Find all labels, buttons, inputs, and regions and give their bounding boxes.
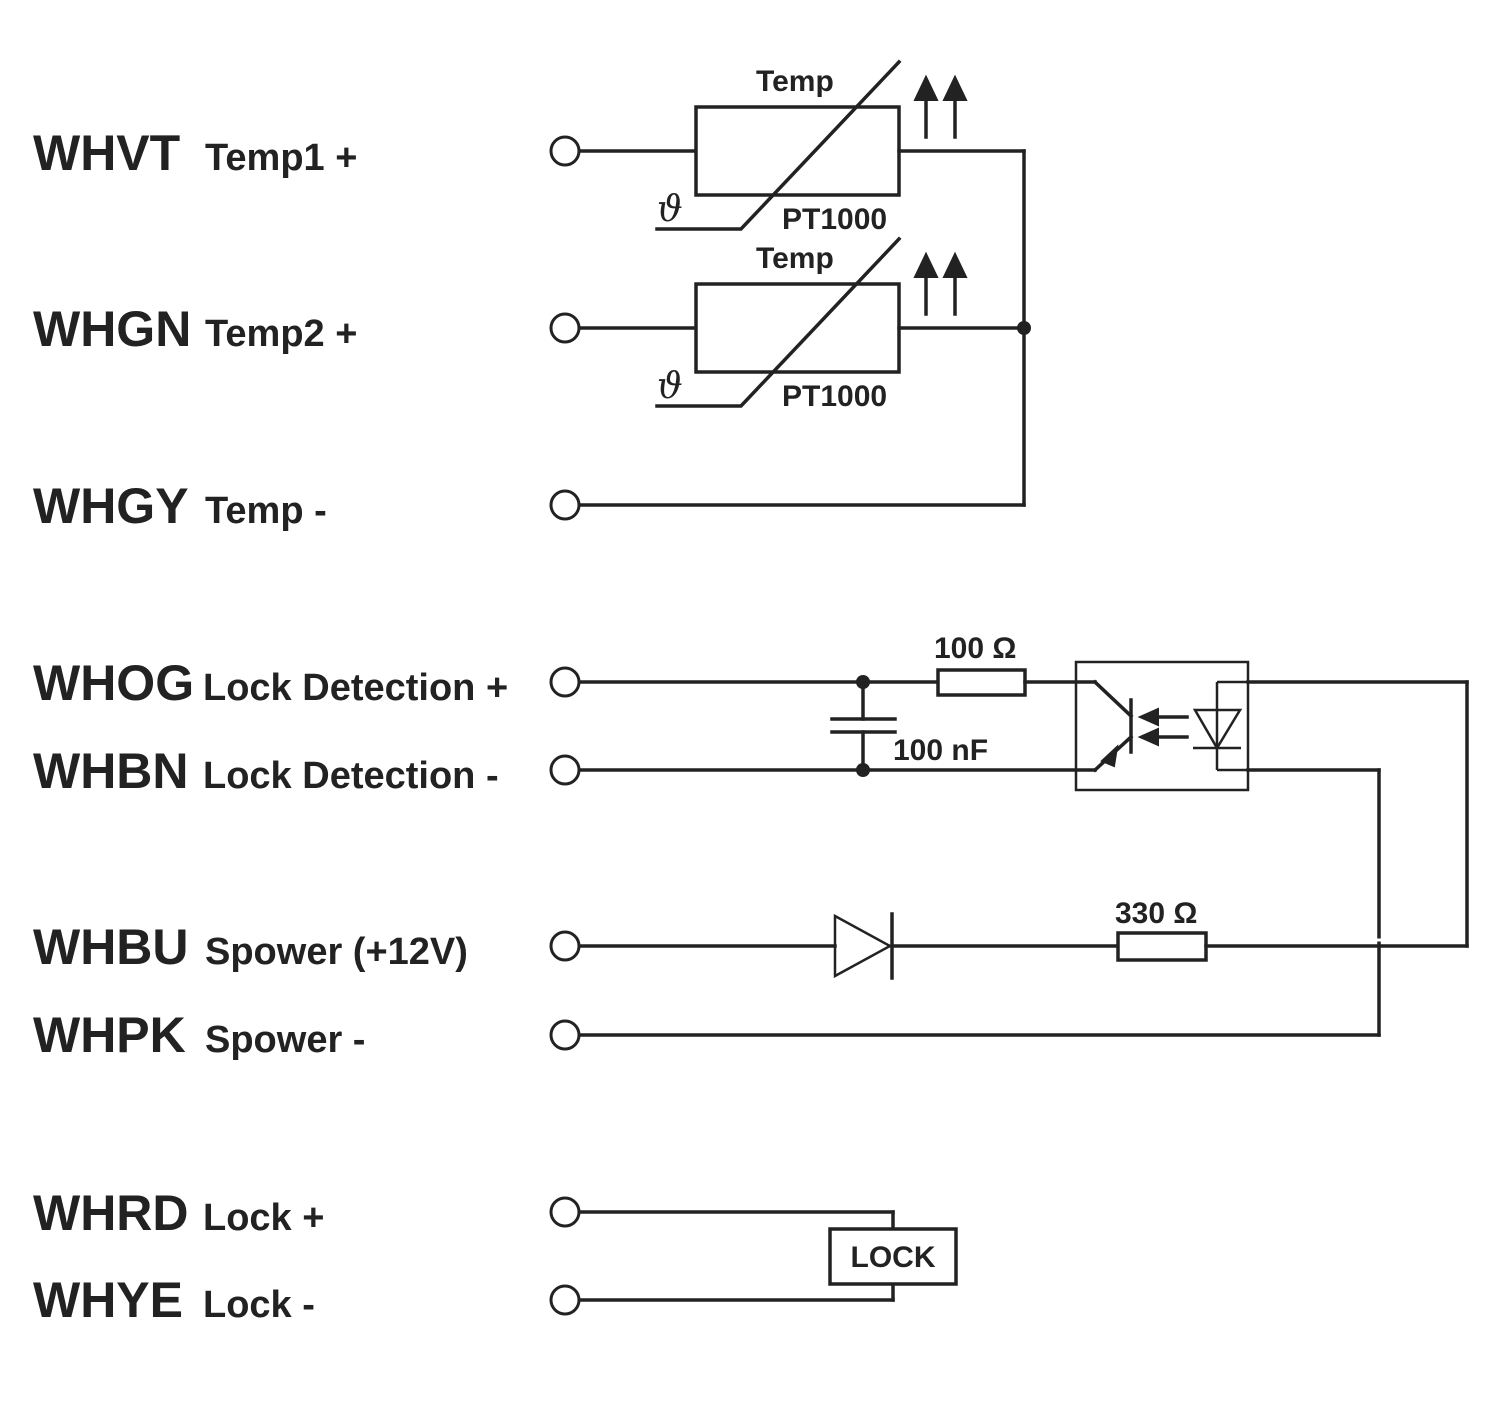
pin-code-whpk: WHPK bbox=[33, 1007, 186, 1063]
terminal-whog[interactable] bbox=[549, 666, 581, 698]
temperature-circuit: Temp PT1000 ϑ Temp PT1000 ϑ bbox=[578, 59, 1031, 507]
diode-icon bbox=[833, 912, 894, 980]
pin-desc-whgn: Temp2 + bbox=[205, 313, 357, 355]
pin-desc-whvt: Temp1 + bbox=[205, 137, 357, 179]
pin-code-whgy: WHGY bbox=[33, 478, 189, 534]
resistor-100-ohm-label: 100 Ω bbox=[934, 632, 1016, 665]
sensor-2-bottom-label: PT1000 bbox=[782, 380, 887, 413]
pin-desc-whrd: Lock + bbox=[203, 1197, 324, 1239]
pin-code-whgn: WHGN bbox=[33, 301, 191, 357]
sensor-1-bottom-label: PT1000 bbox=[782, 203, 887, 236]
pin-desc-whbn: Lock Detection - bbox=[203, 755, 499, 797]
pin-desc-whye: Lock - bbox=[203, 1284, 315, 1326]
sensor-2-body bbox=[694, 282, 901, 374]
emitter-arrow-icon bbox=[1100, 744, 1119, 768]
sensor-1-arrows-icon bbox=[913, 74, 968, 139]
sensor-2-arrows-icon bbox=[913, 251, 968, 316]
terminal-whvt[interactable] bbox=[549, 135, 581, 167]
junction-dot bbox=[1017, 321, 1031, 335]
terminal-whbu[interactable] bbox=[549, 930, 581, 962]
terminal-whye[interactable] bbox=[549, 1284, 581, 1316]
lock-box bbox=[828, 1227, 958, 1286]
led-icon bbox=[1192, 682, 1243, 770]
pt1000-sensor-1: Temp PT1000 ϑ bbox=[578, 59, 1026, 236]
sensor-2-slash bbox=[655, 236, 902, 408]
pt1000-sensor-2: Temp PT1000 ϑ bbox=[578, 236, 1026, 413]
pin-desc-whpk: Spower - bbox=[205, 1019, 365, 1061]
pin-labels: WHVT Temp1 + WHGN Temp2 + WHGY Temp - WH… bbox=[33, 125, 508, 1328]
optocoupler bbox=[1074, 660, 1250, 792]
sensor-1-slash bbox=[655, 59, 902, 231]
pin-code-whbn: WHBN bbox=[33, 743, 189, 799]
resistor-330-ohm bbox=[1116, 931, 1208, 962]
terminal-whgy[interactable] bbox=[549, 489, 581, 521]
light-arrows-icon bbox=[1137, 707, 1189, 747]
pin-code-whbu: WHBU bbox=[33, 919, 189, 975]
pin-code-whvt: WHVT bbox=[33, 125, 180, 181]
sensor-1-body bbox=[694, 105, 901, 197]
lock-circuit: LOCK bbox=[578, 1210, 958, 1302]
lock-label: LOCK bbox=[851, 1241, 936, 1274]
lock-detection-circuit: 100 Ω 100 nF bbox=[578, 632, 1469, 1037]
sensor-2-top-label: Temp bbox=[756, 242, 834, 275]
pin-desc-whog: Lock Detection + bbox=[203, 667, 508, 709]
capacitor-100nf bbox=[830, 675, 897, 777]
sensor-1-top-label: Temp bbox=[756, 65, 834, 98]
pin-code-whog: WHOG bbox=[33, 655, 194, 711]
pin-code-whrd: WHRD bbox=[33, 1185, 189, 1241]
pin-code-whye: WHYE bbox=[33, 1272, 183, 1328]
terminal-whpk[interactable] bbox=[549, 1019, 581, 1051]
opto-collector-lead bbox=[1092, 679, 1134, 719]
terminal-whbn[interactable] bbox=[549, 754, 581, 786]
resistor-100-ohm bbox=[936, 668, 1027, 697]
terminal-whgn[interactable] bbox=[549, 312, 581, 344]
theta-symbol-1: ϑ bbox=[657, 189, 683, 230]
pin-desc-whbu: Spower (+12V) bbox=[205, 931, 468, 973]
pin-desc-whgy: Temp - bbox=[205, 490, 327, 532]
resistor-330-ohm-label: 330 Ω bbox=[1115, 897, 1197, 930]
terminal-whrd[interactable] bbox=[549, 1196, 581, 1228]
terminals bbox=[549, 135, 581, 1316]
theta-symbol-2: ϑ bbox=[657, 366, 683, 407]
capacitor-label: 100 nF bbox=[893, 734, 988, 767]
optocoupler-body bbox=[1074, 660, 1250, 792]
spower-circuit: 330 Ω bbox=[578, 897, 1469, 1037]
